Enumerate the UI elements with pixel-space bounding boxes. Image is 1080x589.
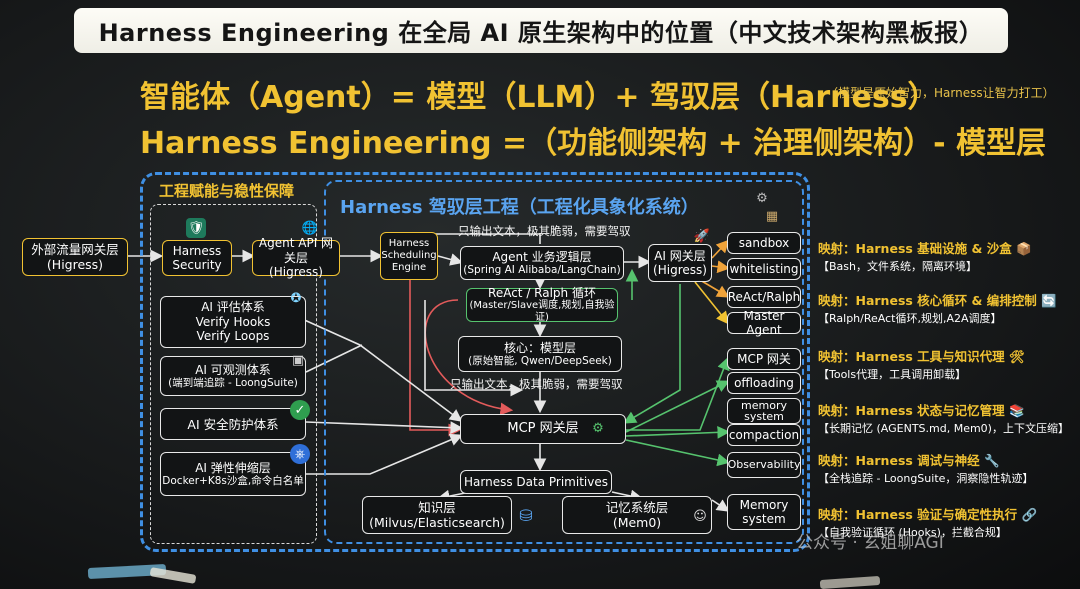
mapping-tools-desc: 【Tools代理，工具调用卸载】 — [818, 368, 967, 381]
mapping-memory-desc: 【长期记忆 (AGENTS.md, Mem0)，上下文压缩】 — [818, 422, 1069, 435]
offloading-node: offloading — [727, 372, 801, 394]
react-ralph-loop-node: ReAct / Ralph 循环(Master/Slave调度,规划,自我验证) — [466, 286, 618, 323]
wrench-icon: 🔧 — [984, 453, 1000, 468]
monitor-icon: ▣ — [291, 352, 305, 368]
whitelisting-node: whitelisting — [727, 258, 801, 280]
ai-gateway-node: AI 网关层(Higress) — [648, 244, 712, 282]
globe-icon: 🌐 — [301, 220, 319, 236]
mapping-infra-desc: 【Bash，文件系统，隔离环境】 — [818, 260, 977, 273]
rocket-icon: 🚀 — [693, 228, 711, 244]
mapping-memory-title: 映射：Harness 状态与记忆管理 📚 — [818, 403, 1025, 418]
observability-node: Observability — [727, 452, 801, 478]
traffic-gateway-node: 外部流量网关层(Higress) — [22, 238, 128, 276]
mapping-verify-desc: 【自我验证循环 (Hooks)，拦截合规】 — [818, 526, 1007, 539]
mapping-debug-desc: 【全栈追踪 - LoongSuite，洞察隐性轨迹】 — [818, 472, 1034, 485]
master-agent-node: Master Agent — [727, 309, 801, 337]
fragile-output-note-bottom: 只输出文本，极其脆弱，需要驾驭 — [450, 377, 623, 391]
badge-icon: ✪ — [290, 290, 302, 306]
compaction-node: compaction — [727, 424, 801, 446]
engineering-support-label: 工程赋能与稳性保障 — [159, 182, 295, 200]
mapping-infra-title: 映射：Harness 基础设施 & 沙盒 📦 — [818, 241, 1032, 256]
kubernetes-icon: ⎈ — [290, 444, 310, 464]
engineering-support-section — [150, 204, 317, 544]
box-icon: ▦ — [765, 208, 779, 224]
global-architecture-frame — [140, 172, 810, 552]
mapping-loop-title: 映射：Harness 核心循环 & 编排控制 🔄 — [818, 293, 1057, 308]
core-model-node: 核心：模型层(原始智能, Qwen/DeepSeek) — [458, 336, 622, 372]
check-shield-icon: ✓ — [290, 400, 310, 420]
agent-api-gateway-node: Agent API 网关层(Higress) — [252, 236, 340, 279]
agent-formula-note: （模型是原始智力，Harness让智力打工） — [826, 86, 1055, 100]
mapping-debug-title: 映射：Harness 调试与神经 🔧 — [818, 453, 1000, 468]
data-primitives-node: Harness Data Primitives — [460, 470, 612, 494]
package-icon: 📦 — [1016, 241, 1032, 256]
mapping-tools-title: 映射：Harness 工具与知识代理 🛠 — [818, 349, 1025, 364]
agent-formula: 智能体（Agent）= 模型（LLM）+ 驾驭层（Harness） — [140, 80, 938, 115]
mcp-gateway-small-node: MCP 网关 — [727, 348, 801, 370]
brain-icon: ☺ — [693, 508, 707, 524]
knowledge-layer-node: 知识层(Milvus/Elasticsearch) — [362, 496, 512, 534]
mapping-verify-title: 映射：Harness 验证与确定性执行 🔗 — [818, 507, 1038, 522]
mapping-loop-desc: 【Ralph/ReAct循环,规划,A2A调度】 — [818, 312, 1002, 325]
books-icon: 📚 — [1009, 403, 1025, 418]
ai-safety-node: AI 安全防护体系 — [160, 408, 306, 440]
memory-system-layer-node: 记忆系统层(Mem0) — [562, 496, 712, 534]
harness-layer-label: Harness 驾驭层工程（工程化具象化系统） — [340, 197, 699, 218]
database-icon: ⛁ — [519, 505, 533, 525]
harness-formula: Harness Engineering =（功能侧架构 + 治理侧架构）- 模型… — [140, 126, 1047, 161]
link-icon: 🔗 — [1021, 507, 1038, 522]
loop-icon: 🔄 — [1041, 293, 1057, 308]
gear-icon: ⚙ — [756, 190, 768, 206]
react-ralph-node: ReAct/Ralph — [727, 286, 801, 308]
network-icon: ⚙ — [592, 420, 604, 436]
sandbox-node: sandbox — [727, 232, 801, 254]
page-title: Harness Engineering 在全局 AI 原生架构中的位置（中文技术… — [74, 8, 1008, 53]
mcp-gateway-node: MCP 网关层 — [460, 414, 626, 444]
watermark: 公众号 · 玄姐聊AGI — [796, 533, 944, 553]
agent-logic-node: Agent 业务逻辑层(Spring AI Alibaba/LangChain) — [460, 246, 624, 280]
fragile-output-note-top: 只输出文本，极其脆弱，需要驾驭 — [458, 224, 631, 238]
tools-icon: 🛠 — [1009, 349, 1025, 364]
shield-icon: 🛡 — [186, 218, 206, 238]
ai-observability-node: AI 可观测体系(端到端追踪 - LoongSuite) — [160, 356, 306, 396]
harness-layer-section — [324, 180, 804, 544]
